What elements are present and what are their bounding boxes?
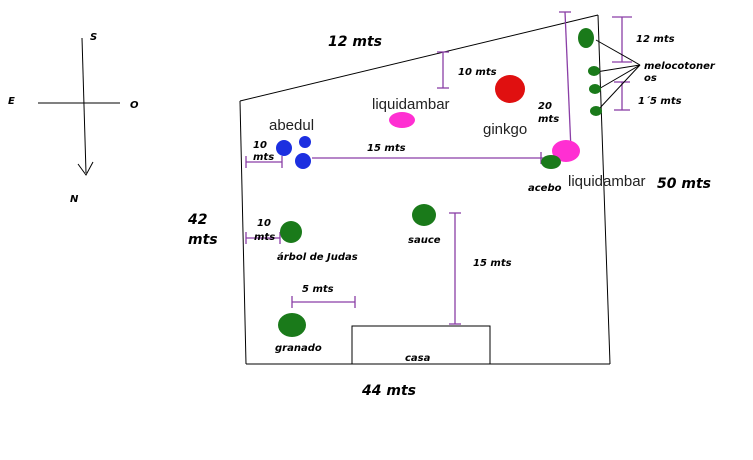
dim-abedul-row-label: 15 mts <box>367 143 406 154</box>
abedul-marker-2 <box>299 136 311 148</box>
dim-right-label: 50 mts <box>657 176 711 192</box>
dim-liquidambar-line <box>564 11 572 151</box>
sauce-label: sauce <box>408 235 441 246</box>
melocotoneros-label-line2: os <box>644 73 657 84</box>
dim-liquidambar-label-2: mts <box>538 114 559 125</box>
dim-abedul-left-label-1: 10 <box>253 140 267 151</box>
granado-label: granado <box>275 343 322 354</box>
liquidambar-top-label: liquidambar <box>372 96 450 113</box>
dim-judas-left-label-1: 10 <box>257 218 271 229</box>
plot-left-edge <box>239 100 247 365</box>
abedul-label: abedul <box>269 117 314 134</box>
abedul-marker-1 <box>276 140 292 156</box>
dim-granado-label: 5 mts <box>302 284 334 295</box>
compass-west: O <box>130 100 139 111</box>
melocotonero-marker-2 <box>588 66 600 76</box>
ginkgo-marker <box>495 75 525 103</box>
compass-east: E <box>8 96 15 107</box>
dim-left-label-1: 42 <box>187 212 207 228</box>
dim-ginkgo-top-label: 10 mts <box>458 67 497 78</box>
plot-top-edge <box>239 14 599 102</box>
compass-arrow-icon <box>77 161 94 176</box>
arbol-judas-marker <box>280 221 302 243</box>
liquidambar-right-marker <box>552 140 580 162</box>
arbol-judas-label: árbol de Judas <box>277 251 358 263</box>
casa-label: casa <box>405 353 431 364</box>
dim-abedul-left-label-2: mts <box>253 152 274 163</box>
melocotonero-marker-3 <box>589 84 601 94</box>
acebo-label: acebo <box>528 183 562 194</box>
abedul-marker-3 <box>295 153 311 169</box>
liquidambar-right-label: liquidambar <box>568 173 646 190</box>
compass-north: N <box>70 194 79 205</box>
casa-outline <box>351 325 491 364</box>
dim-left-label-2: mts <box>188 232 218 248</box>
compass-south: S <box>90 32 97 43</box>
acebo-marker <box>541 155 561 169</box>
compass: S N E O <box>8 32 139 205</box>
dim-bottom-label: 44 mts <box>361 383 416 399</box>
melocotoneros-label-line1: melocotoner <box>644 61 716 72</box>
granado-marker <box>278 313 306 337</box>
plants <box>276 28 602 337</box>
liquidambar-top-marker <box>389 112 415 128</box>
casa: casa <box>351 325 491 364</box>
dim-judas-left-label-2: mts <box>254 232 275 243</box>
compass-vertical-line <box>81 37 87 174</box>
melocotonero-marker-4 <box>590 106 602 116</box>
sauce-marker <box>412 204 436 226</box>
plot-outline <box>239 14 611 365</box>
melocotonero-marker-1 <box>578 28 594 48</box>
ginkgo-label: ginkgo <box>483 121 527 138</box>
plot-right-edge <box>597 14 611 365</box>
dim-top-label: 12 mts <box>328 34 382 50</box>
dim-melocotoneros-spacing-label: 1´5 mts <box>638 95 682 107</box>
dim-liquidambar-label-1: 20 <box>538 101 552 112</box>
dim-melocotoneros-top-label: 12 mts <box>636 34 675 45</box>
dim-sauce-casa-label: 15 mts <box>473 258 512 269</box>
